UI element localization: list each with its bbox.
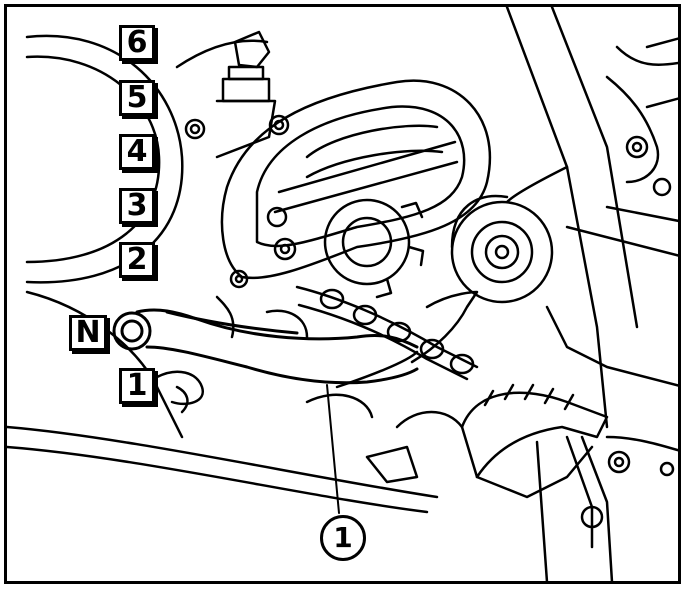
gear-label-2: 2 [119,242,155,278]
gear-label-neutral: N [69,315,107,351]
shift-lever [112,308,419,385]
gear-label-6: 6 [119,25,155,61]
gear-label-3: 3 [119,188,155,224]
lower-parts [155,295,464,484]
gear-label-4: 4 [119,134,155,170]
engine-line-drawing [7,7,678,581]
footpeg [460,383,678,581]
gear-label-5: 5 [119,80,155,116]
gear-label-1: 1 [119,368,155,404]
illustration-frame: 6 5 4 3 2 N 1 1 [4,4,681,584]
engine-case [7,34,439,514]
frame-tubes [505,7,678,429]
front-sprocket [323,198,425,299]
swingarm-pivot [450,194,554,304]
callout-leader-line [326,384,340,514]
top-fitting [184,30,277,159]
drive-chain [295,285,479,381]
part-callout-1: 1 [320,515,366,561]
sprocket-cover [220,79,492,289]
